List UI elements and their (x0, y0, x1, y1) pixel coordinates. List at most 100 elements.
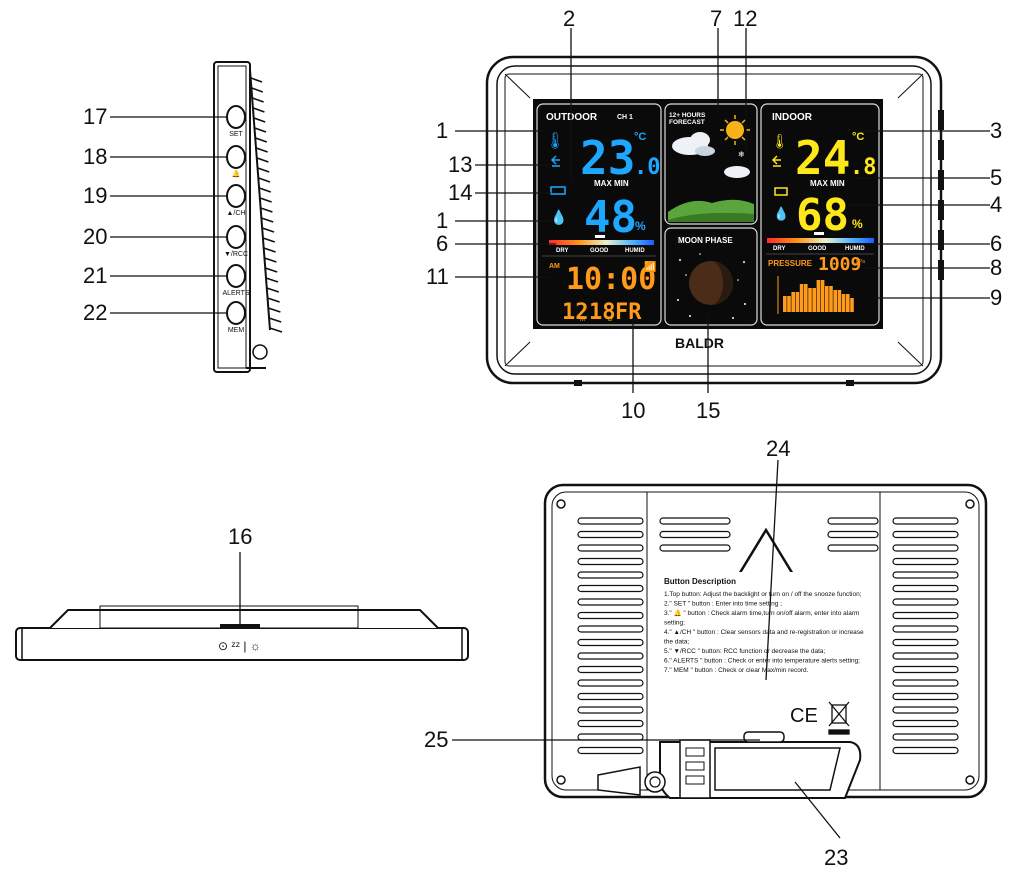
callout-1a: 1 (436, 118, 449, 143)
clock-time: 10:00 (566, 262, 656, 297)
side-button-1[interactable]: SET (226, 105, 246, 138)
back-vent-slot (659, 530, 731, 539)
indoor-comfort-humid: HUMID (845, 246, 865, 252)
indoor-temp-unit: °C (852, 131, 864, 143)
pressure-bar (850, 298, 854, 312)
description-line: setting; (664, 620, 685, 627)
side-vent-slat (262, 237, 276, 243)
outdoor-comfort-good: GOOD (590, 248, 609, 254)
side-vent-slat (260, 207, 273, 213)
callout-9: 9 (990, 285, 1003, 310)
pressure-bar (804, 284, 808, 312)
indoor-maxmin: MAX MIN (810, 179, 845, 188)
moon-title: MOON PHASE (678, 236, 733, 245)
back-vent-slot (577, 571, 644, 579)
thermometer-icon: 🌡 (545, 132, 565, 150)
pressure-bar (841, 294, 846, 312)
outdoor-temp-decimal: .0 (634, 155, 661, 180)
back-vent-slot (892, 679, 959, 687)
callout-23: 23 (824, 845, 849, 870)
back-vent-slot (577, 625, 644, 633)
callout-3: 3 (990, 118, 1003, 143)
back-vent-slot (577, 584, 644, 593)
indoor-comfort-bar (767, 238, 874, 243)
side-button-6[interactable]: MEM (226, 301, 246, 334)
description-line: 7." MEM " button : Check or clear Max/mi… (664, 667, 809, 674)
pressure-bar (837, 290, 842, 312)
snooze-light-icons: ⊙ ᶻᶻ | ☼ (218, 639, 261, 653)
pressure-bar (791, 292, 795, 312)
outdoor-title: OUTDOOR (546, 112, 598, 123)
side-vent-slat (254, 127, 267, 133)
pressure-bar (846, 294, 850, 312)
battery-icon (550, 186, 566, 195)
back-vent-slot (892, 584, 959, 593)
callout-15: 15 (696, 398, 721, 423)
side-vent-slat (258, 177, 271, 183)
back-vent-slot (892, 665, 959, 674)
side-vents (250, 77, 283, 333)
back-vent-slot (577, 557, 644, 566)
callout-17: 17 (83, 104, 108, 129)
back-vent-slot (577, 692, 644, 701)
side-vent-slat (264, 257, 277, 263)
side-vent-slat (264, 267, 278, 273)
pressure-value: 1009 (818, 254, 861, 275)
sun-icon (726, 121, 744, 139)
outdoor-temp-unit: °C (634, 131, 646, 143)
leader-lines (110, 28, 990, 839)
back-vent-slot (577, 544, 644, 552)
back-vent-slot (577, 517, 644, 525)
indoor-title: INDOOR (772, 112, 813, 123)
callout-1b: 1 (436, 208, 449, 233)
maxmin-arrows-icon (550, 155, 560, 167)
indoor-comfort-good: GOOD (808, 246, 827, 252)
side-button-label: MEM (228, 327, 245, 334)
am-indicator: AM (549, 263, 560, 270)
callout-6a: 6 (436, 231, 449, 256)
back-vent-slot (892, 625, 959, 633)
callout-11: 11 (426, 264, 449, 289)
description-line: 2." SET " button : Enter into time setti… (664, 601, 782, 608)
pressure-bar (783, 296, 787, 312)
button-description-title: Button Description (664, 577, 736, 586)
callout-4: 4 (990, 192, 1003, 217)
callout-22: 22 (83, 300, 108, 325)
side-vent-slat (261, 217, 274, 223)
side-button-3[interactable]: ▲/CH (226, 184, 246, 217)
callout-6b: 6 (990, 231, 1003, 256)
pressure-bar (825, 286, 829, 312)
pressure-bar (808, 288, 812, 312)
side-button-4[interactable]: ▼/RCC (224, 225, 248, 258)
description-line: 6." ALERTS " button : Check or enter int… (664, 658, 860, 665)
callout-7: 7 (710, 6, 723, 31)
back-vent-slot (659, 517, 731, 525)
front-view: OUTDOOR CH 1 🌡 23 .0 °C MAX MIN 💧 48 % D… (485, 55, 944, 386)
small-cloud-icon (724, 166, 750, 178)
back-vent-slot (577, 611, 644, 620)
side-button-label: SET (229, 131, 243, 138)
callout-5: 5 (990, 165, 1003, 190)
pressure-bar (795, 292, 800, 312)
pressure-bar (820, 280, 825, 312)
back-vent-slot (892, 706, 959, 714)
bottom-view: ⊙ ᶻᶻ | ☼ (15, 605, 469, 661)
side-vent-slat (252, 97, 264, 103)
description-line: 5." ▼/RCC " button: RCC function or decr… (664, 648, 826, 655)
side-vent-slat (257, 167, 270, 173)
radio-signal-icon: 📶 (644, 260, 656, 273)
side-vent-slat (255, 137, 268, 143)
description-line: 1.Top button: Adjust the backlight or tu… (664, 591, 862, 598)
ce-mark: CE (790, 705, 818, 727)
indoor-humidity-drop-icon: 💧 (773, 206, 789, 221)
pressure-bar (787, 296, 791, 312)
humidity-drop-icon: 💧 (550, 209, 567, 226)
back-vent-slot (892, 557, 959, 566)
date-d-label: D (608, 317, 613, 323)
callout-13: 13 (448, 152, 473, 177)
side-button-2[interactable]: 🔔 (226, 145, 246, 178)
weekday: FR (615, 300, 642, 325)
back-vent-slot (577, 746, 644, 755)
